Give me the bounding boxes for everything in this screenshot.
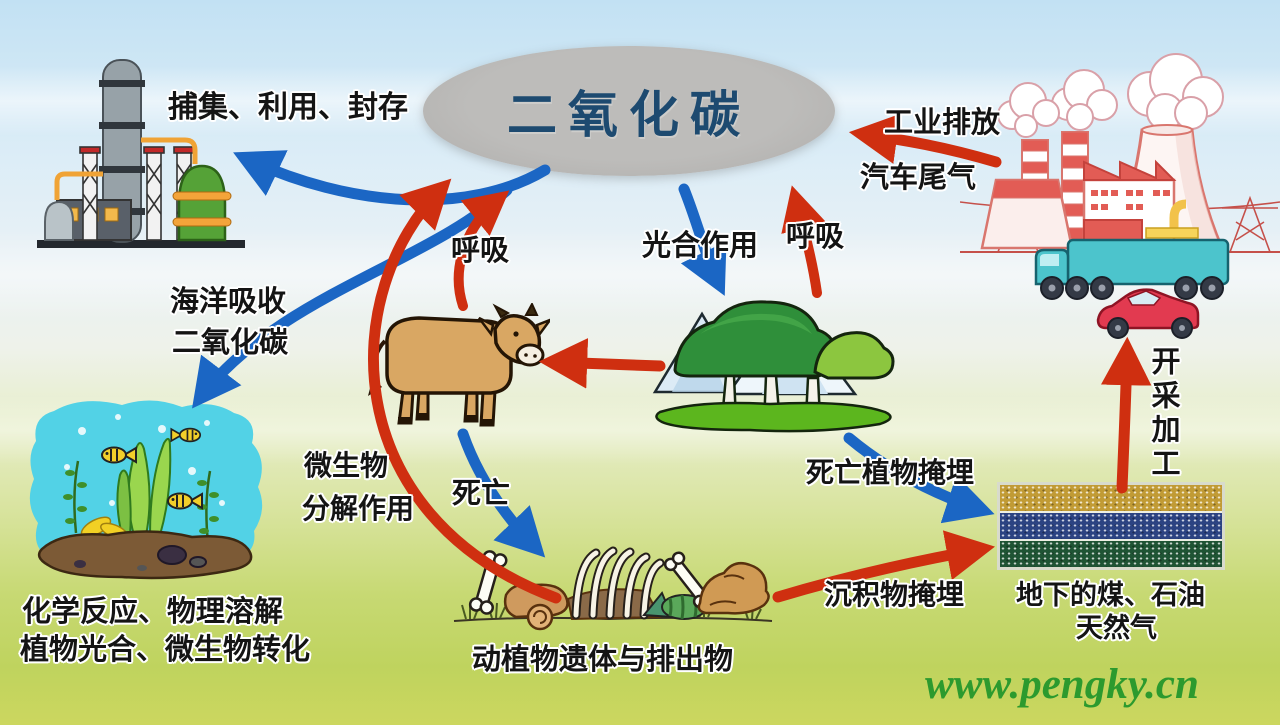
ribs — [571, 546, 665, 620]
factory-hall — [1082, 159, 1199, 250]
seaweed — [63, 437, 219, 544]
coal-layer — [1000, 485, 1222, 511]
site-watermark: www.pengky.cn — [925, 661, 1199, 708]
arrow-grazing — [538, 338, 666, 389]
fish — [101, 427, 203, 510]
label-microbe-1: 微生物 — [304, 450, 389, 481]
label-vehicle-exhaust: 汽车尾气 — [860, 162, 977, 194]
forest-ground — [655, 401, 892, 433]
forest-icon — [652, 300, 895, 433]
label-forest-respiration: 呼吸 — [786, 221, 845, 253]
label-cow-respiration: 呼吸 — [451, 235, 510, 267]
arrow-mining — [1100, 336, 1152, 494]
label-microbe-2: 分解作用 — [302, 493, 415, 524]
tree-canopy — [673, 300, 895, 380]
label-dead-plant-burial: 死亡植物掩埋 — [806, 457, 975, 488]
carcass-curl — [526, 603, 554, 631]
label-mining: 开采加工 — [1147, 346, 1179, 482]
label-underground-1: 地下的煤、石油 — [1016, 580, 1205, 610]
label-photosynthesis: 光合作用 — [642, 230, 759, 262]
arrow-photosynthesis — [678, 183, 727, 296]
ocean-icon — [29, 400, 263, 580]
arrow-death — [457, 428, 546, 558]
gas-layer — [1000, 541, 1222, 567]
label-ocean-caption-2: 植物光合、微生物转化 — [20, 634, 311, 666]
label-sediment-burial: 沉积物掩埋 — [824, 579, 965, 610]
fossil-fuel-layers — [997, 482, 1225, 570]
truck-icon — [1034, 238, 1230, 300]
arrow-decomposition — [368, 178, 562, 604]
arrow-forest-respiration — [781, 185, 826, 298]
remains-icon — [453, 546, 773, 631]
label-capture: 捕集、利用、封存 — [168, 91, 408, 124]
arrow-industrial-emissions — [848, 113, 1002, 168]
label-remains-caption: 动植物遗体与排出物 — [472, 644, 734, 676]
arrow-dead-plant-burial — [843, 432, 995, 524]
label-death: 死亡 — [452, 478, 511, 510]
stones — [74, 545, 207, 571]
oil-layer — [1000, 513, 1222, 539]
carcass-right — [697, 562, 770, 615]
label-ocean-caption-1: 化学反应、物理溶解 — [22, 596, 284, 628]
label-industrial-emissions: 工业排放 — [884, 107, 1001, 139]
arrow-sediment-burial — [772, 530, 995, 603]
label-underground-2: 天然气 — [1076, 613, 1157, 643]
label-ocean-absorb-2: 二氧化碳 — [172, 327, 289, 359]
arrow-cow-respiration — [453, 190, 510, 311]
label-ocean-absorb-1: 海洋吸收 — [170, 286, 287, 318]
